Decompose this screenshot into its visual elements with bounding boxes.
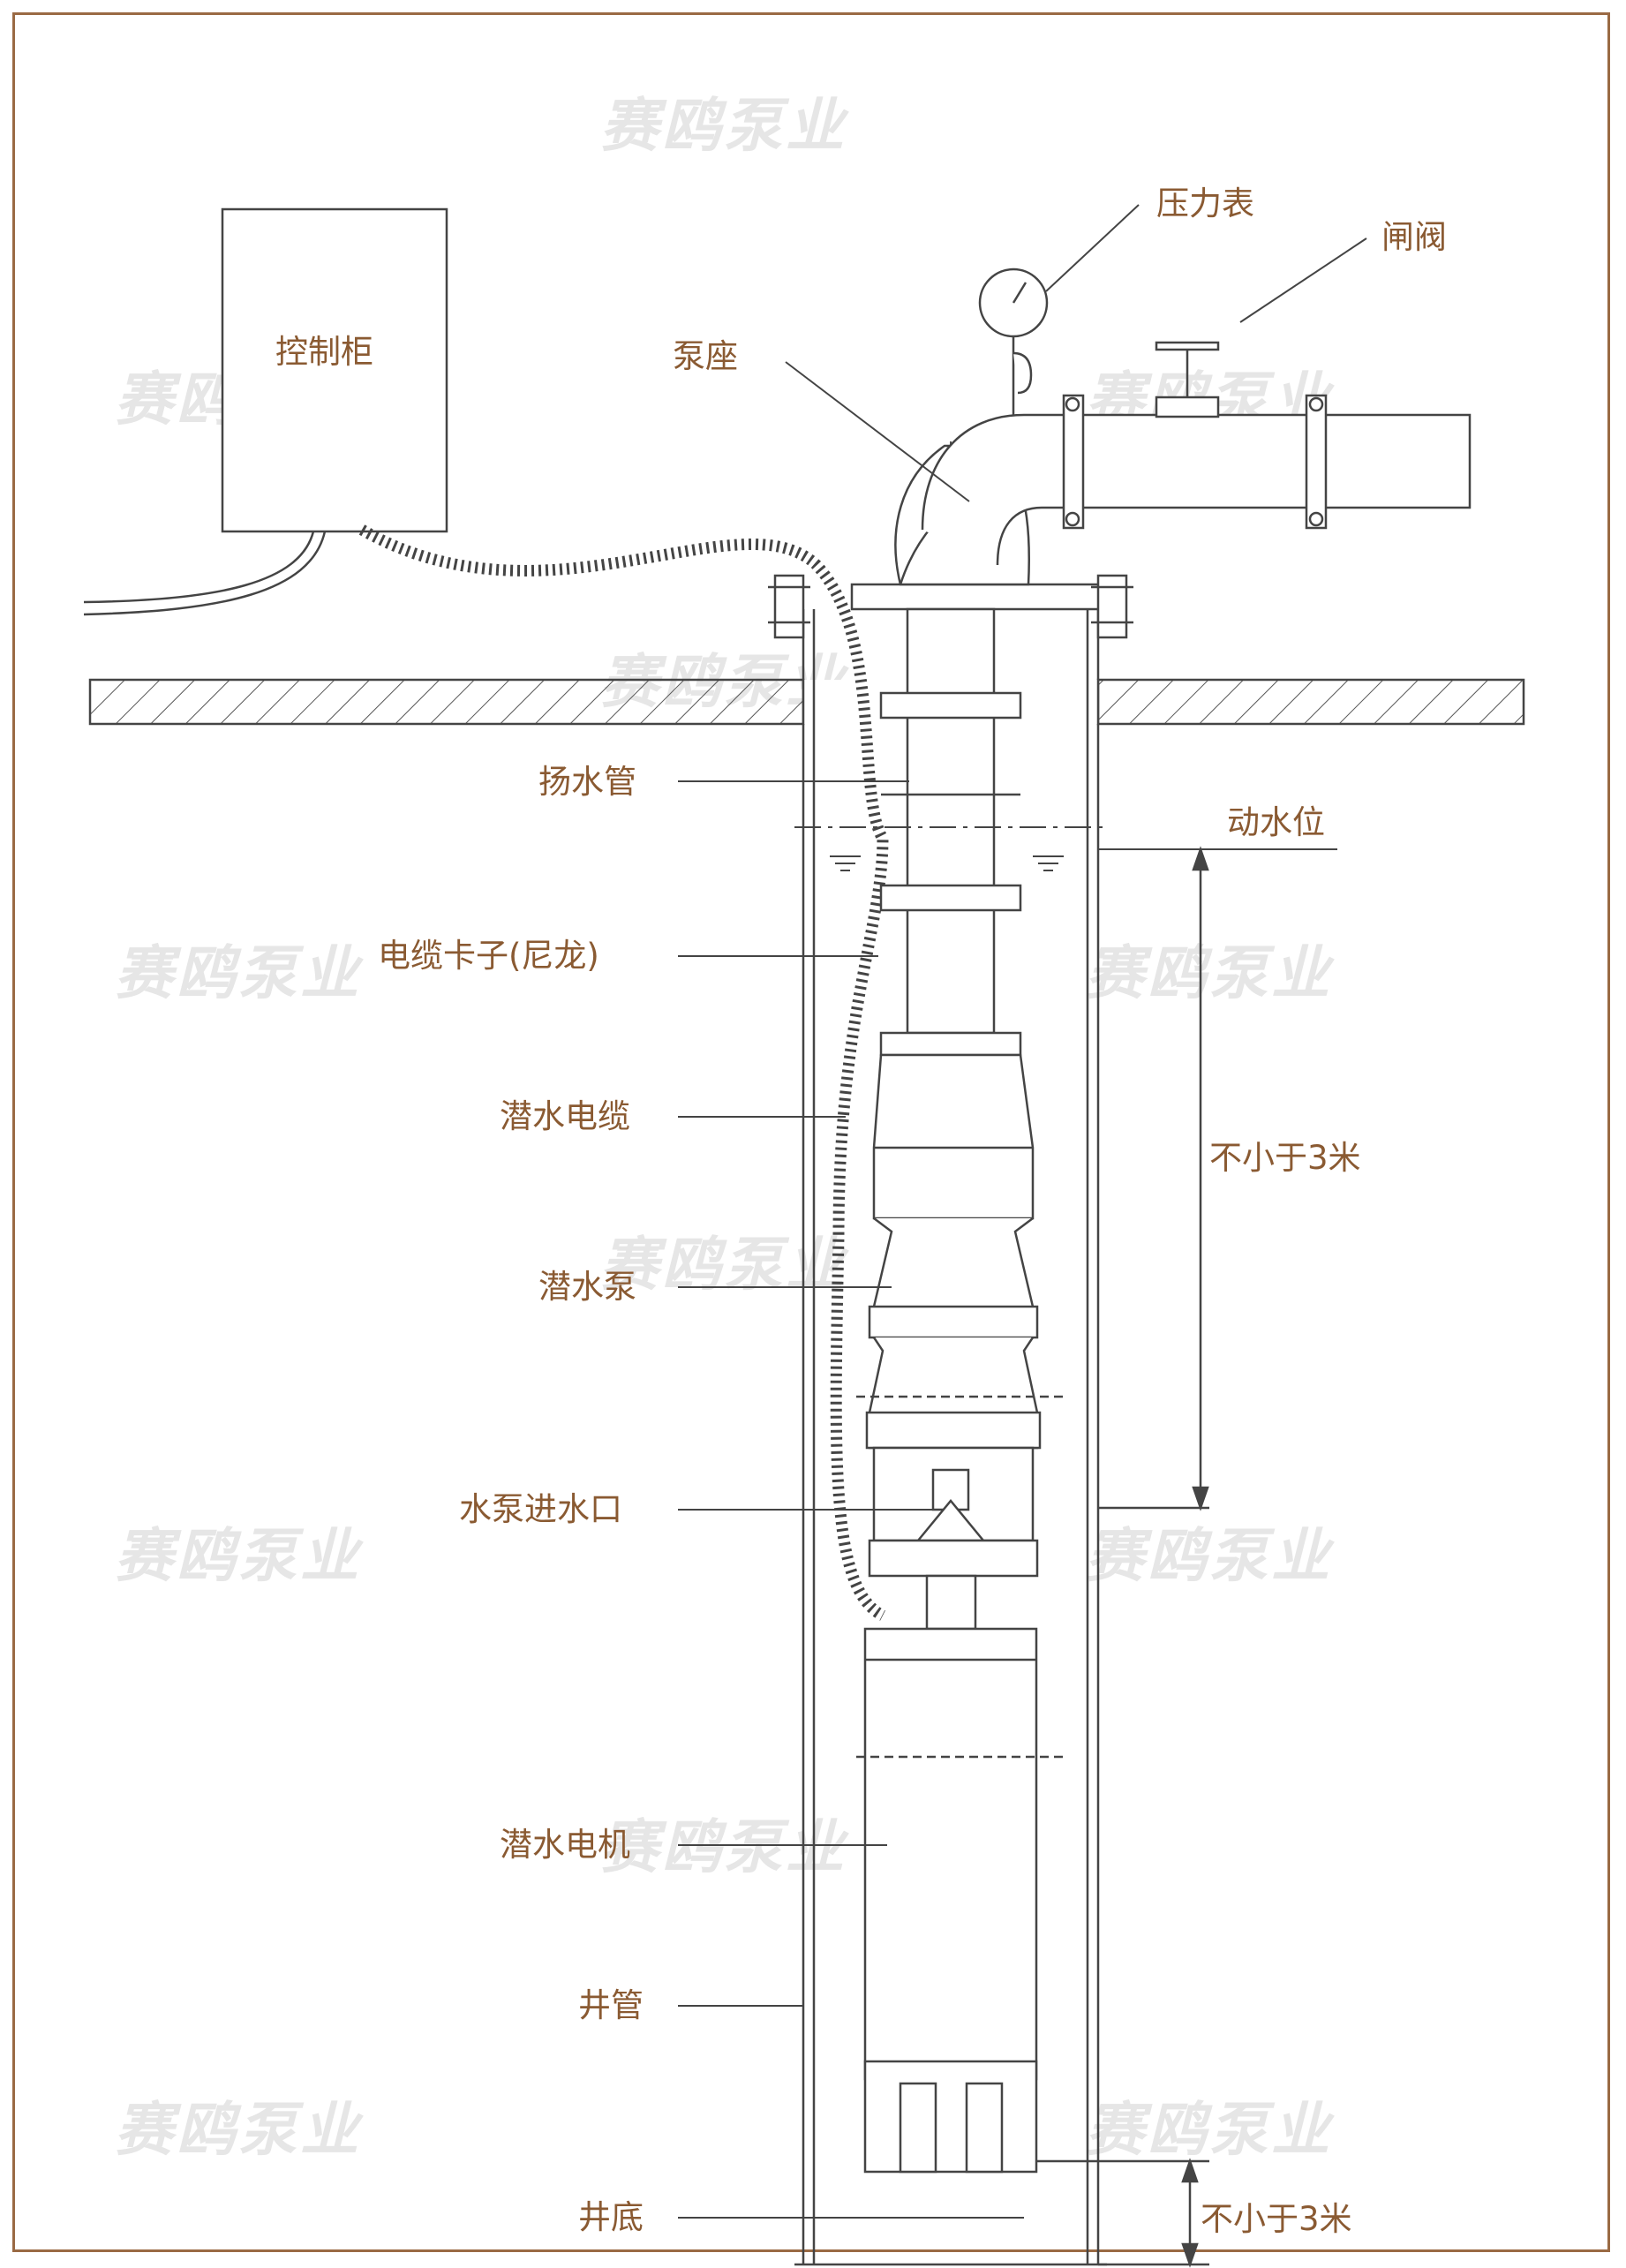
submersible-pump (865, 1053, 1042, 1631)
pressure-gauge (978, 267, 1049, 415)
well-casing (794, 609, 1107, 2266)
watermark: 赛鸥泵业 (1086, 2096, 1333, 2164)
submersible-motor (856, 1395, 1066, 2174)
dimension-lower (1036, 2158, 1209, 2268)
control-cabinet-label: 控制柜 (275, 333, 373, 371)
ground-surface (88, 678, 1525, 726)
power-line (83, 531, 315, 604)
watermark: 赛鸥泵业 (115, 939, 362, 1007)
submersible-cable-label: 潜水电缆 (500, 1097, 630, 1135)
dynamic-water-level-label: 动水位 (1227, 803, 1325, 841)
pump-inlet-label: 水泵进水口 (459, 1490, 622, 1528)
watermark: 赛鸥泵业 (1086, 1522, 1333, 1590)
leader-lines (678, 204, 1367, 2219)
well-casing-label: 井管 (578, 1986, 644, 2024)
submersible-motor-label: 潜水电机 (500, 1826, 630, 1864)
diagram-frame (12, 12, 1610, 2252)
well-bottom-label: 井底 (578, 2198, 644, 2236)
dimension-upper (1098, 846, 1209, 1511)
pump-base-label: 泵座 (673, 337, 738, 375)
watermark: 赛鸥泵业 (115, 2096, 362, 2164)
riser-pipe (879, 607, 1022, 1057)
submersible-pump-label: 潜水泵 (538, 1268, 636, 1306)
watermark: 赛鸥泵业 (600, 92, 847, 160)
min-depth-upper-label: 不小于3米 (1209, 1139, 1361, 1177)
min-depth-lower-label: 不小于3米 (1201, 2200, 1352, 2238)
gate-valve-label: 闸阀 (1381, 218, 1447, 256)
watermark: 赛鸥泵业 (1086, 939, 1333, 1007)
discharge-pipe (921, 341, 1472, 566)
cable-clamp-label: 电缆卡子(尼龙) (378, 937, 599, 975)
power-line (83, 531, 327, 616)
control-cabinet (221, 207, 448, 533)
water-level (794, 826, 1337, 871)
riser-pipe-label: 扬水管 (538, 763, 636, 801)
pressure-gauge-label: 压力表 (1156, 185, 1254, 222)
watermark: 赛鸥泵业 (115, 1522, 362, 1590)
